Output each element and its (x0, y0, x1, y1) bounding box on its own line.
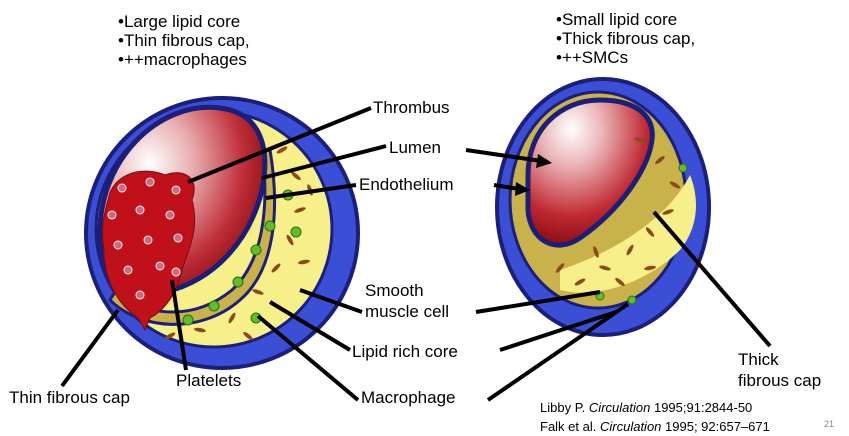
left-artery (86, 98, 358, 368)
left-feature-3: •++macrophages (118, 50, 250, 69)
thin-cap-pointer (62, 310, 118, 386)
right-feature-1: •Small lipid core (556, 10, 695, 29)
citation-1: Libby P. Circulation 1995;91:2844-50 (540, 398, 770, 417)
citation-1-authors: Libby P. (540, 400, 585, 415)
left-feature-2: •Thin fibrous cap, (118, 31, 250, 50)
citations: Libby P. Circulation 1995;91:2844-50 Fal… (540, 398, 770, 436)
citation-2-journal: Circulation (600, 419, 661, 434)
smooth-muscle-cell-label: Smooth muscle cell (365, 280, 449, 322)
right-feature-2: •Thick fibrous cap, (556, 29, 695, 48)
smc-label-line-1: Smooth (365, 280, 449, 301)
endothelium-label: Endothelium (359, 175, 454, 195)
right-artery (497, 79, 709, 335)
citation-1-journal: Circulation (589, 400, 650, 415)
right-plaque-features: •Small lipid core •Thick fibrous cap, •+… (556, 10, 695, 67)
slide-number: 21 (824, 419, 834, 429)
thick-cap-label-line-1: Thick (738, 349, 821, 370)
right-feature-3: •++SMCs (556, 48, 695, 67)
smc-label-line-2: muscle cell (365, 301, 449, 322)
thrombus-label: Thrombus (373, 98, 450, 118)
lumen-label: Lumen (389, 138, 441, 158)
macrophage-label: Macrophage (361, 388, 456, 408)
lipid-rich-core-label: Lipid rich core (352, 342, 458, 362)
thick-fibrous-cap-label: Thick fibrous cap (738, 349, 821, 391)
citation-2: Falk et al. Circulation 1995; 92:657–671 (540, 417, 770, 436)
platelets-label: Platelets (176, 371, 241, 391)
citation-2-authors: Falk et al. (540, 419, 596, 434)
left-plaque-features: •Large lipid core •Thin fibrous cap, •++… (118, 12, 250, 69)
citation-1-ref: 1995;91:2844-50 (654, 400, 752, 415)
thin-fibrous-cap-label: Thin fibrous cap (9, 388, 130, 408)
left-feature-1: •Large lipid core (118, 12, 250, 31)
citation-2-ref: 1995; 92:657–671 (665, 419, 770, 434)
thick-cap-label-line-2: fibrous cap (738, 370, 821, 391)
